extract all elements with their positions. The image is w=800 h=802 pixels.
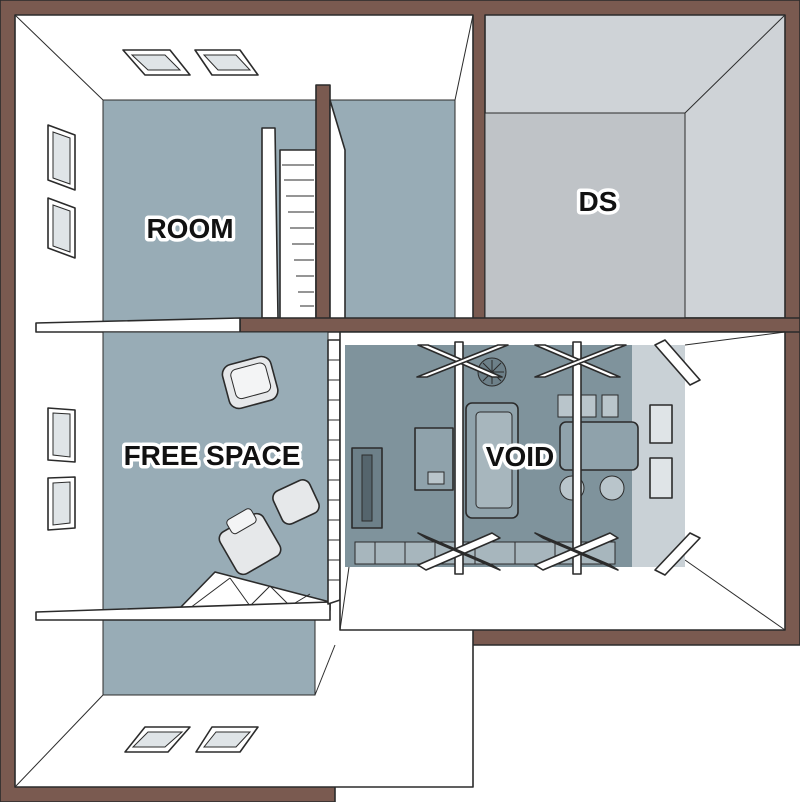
window-icon: [47, 197, 76, 259]
window-icon: [47, 407, 76, 463]
dining-table: [559, 421, 639, 471]
armchair-icon: [221, 355, 279, 410]
lower-floor: [102, 619, 316, 696]
room-label-ds: DS: [579, 186, 618, 217]
coffee-table: [414, 427, 454, 491]
room-label-free-space: FREE SPACE: [124, 440, 301, 471]
skylight-icon: [122, 49, 191, 76]
window-icon: [649, 404, 673, 444]
ds-floor: [484, 112, 686, 319]
slab-edge: [35, 601, 331, 621]
window-icon: [47, 476, 76, 531]
room-label-room: ROOM: [146, 213, 233, 244]
stair-wall: [315, 84, 331, 326]
ceiling-beam: [416, 339, 701, 576]
free-space-floor: [102, 331, 329, 616]
skylight-icon: [195, 726, 259, 753]
floor-divider-wall: [239, 317, 800, 333]
window-icon: [649, 457, 673, 499]
room-floor: [102, 99, 456, 326]
skylight-icon: [194, 49, 259, 76]
room-label-void: VOID: [486, 441, 554, 472]
chair-icon: [218, 508, 282, 576]
staircase: [261, 127, 317, 321]
sofa-icon: [465, 402, 519, 519]
armchair-icon: [272, 479, 320, 525]
skylight-icon: [124, 726, 191, 753]
void-light-wall: [632, 345, 685, 567]
window-icon: [47, 124, 76, 191]
tv-unit: [351, 447, 383, 529]
